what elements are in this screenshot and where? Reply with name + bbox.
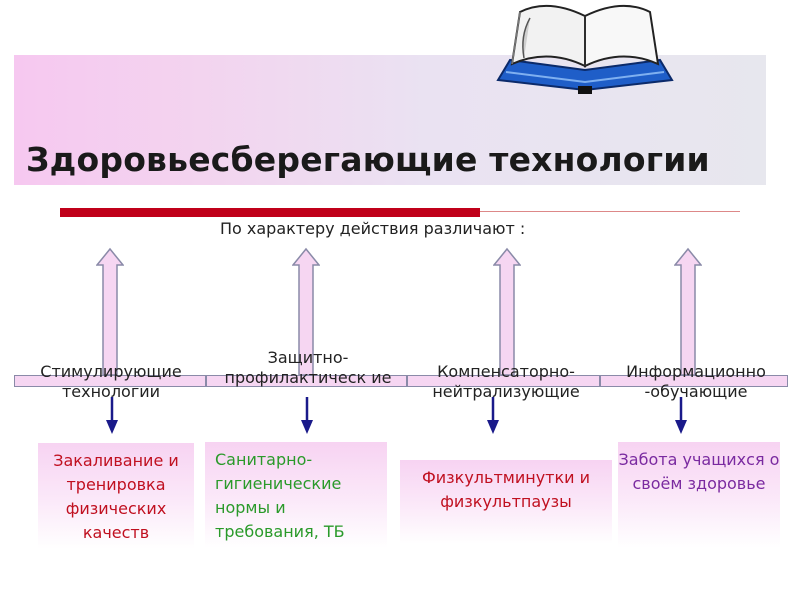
up-arrow-3 <box>493 247 521 376</box>
bar-divider <box>599 375 601 387</box>
page-title: Здоровьесберегающие технологии <box>26 140 710 179</box>
bar-divider <box>205 375 207 387</box>
down-arrow-2 <box>301 397 313 434</box>
open-book-icon <box>496 4 674 94</box>
up-arrow-2 <box>292 247 320 376</box>
accent-bar <box>60 208 480 217</box>
up-arrow-4 <box>674 247 702 376</box>
box-hardening: Закаливание и тренировка физических каче… <box>38 443 194 549</box>
bar-divider <box>406 375 408 387</box>
down-arrow-4 <box>675 397 687 434</box>
box-physical-minutes: Физкультминутки и физкультпаузы <box>400 460 612 544</box>
category-informational: Информационно -обучающие <box>626 362 766 401</box>
category-protective: Защитно-профилактическ ие <box>224 348 392 387</box>
category-compensating: Компенсаторно-нейтрализующие <box>432 362 580 401</box>
box-health-care: Забота учащихся о своём здоровье <box>618 442 780 548</box>
down-arrow-3 <box>487 397 499 434</box>
accent-line <box>480 211 740 212</box>
subtitle: По характеру действия различают : <box>220 219 526 238</box>
up-arrow-1 <box>96 247 124 376</box>
down-arrow-1 <box>106 397 118 434</box>
category-bar <box>14 375 788 387</box>
box-sanitary: Санитарно-гигиенические нормы и требован… <box>205 442 387 548</box>
category-stimulating: Стимулирующие технологии <box>40 362 182 401</box>
